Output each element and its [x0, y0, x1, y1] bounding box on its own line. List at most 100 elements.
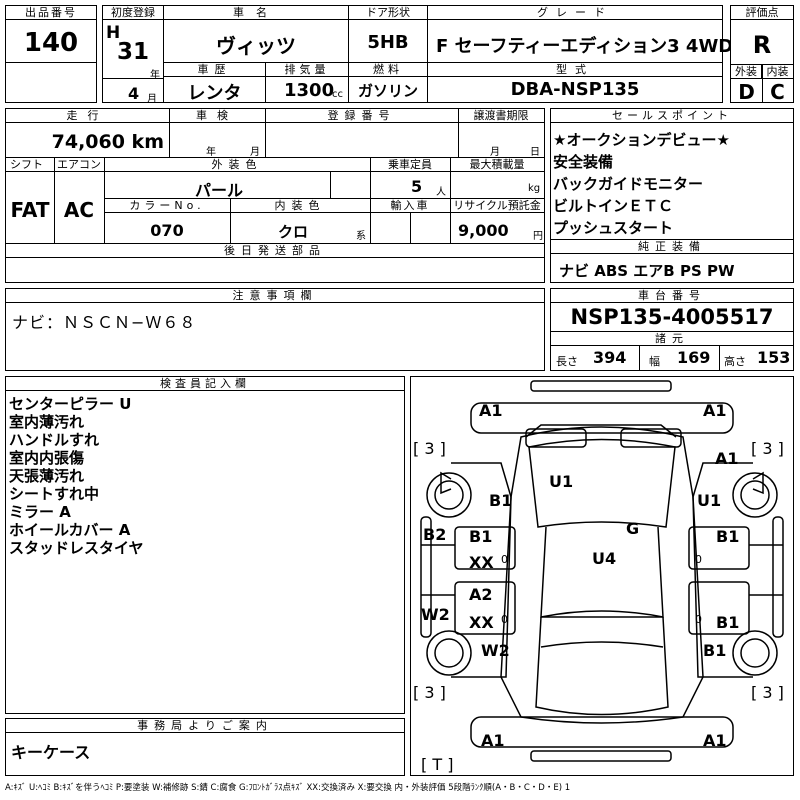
history-label: 車歴	[164, 63, 265, 77]
notes-box: 注意事項欄 ナビ：ＮＳＣＮ−Ｗ６８	[5, 288, 545, 371]
list-item: 室内薄汚れ	[9, 413, 85, 431]
lot-number-cell: 出品番号 140	[5, 5, 97, 103]
list-item: 室内内張傷	[9, 449, 85, 467]
registration-year: 31	[117, 39, 150, 65]
recycle-fee: 9,000	[458, 221, 509, 240]
mark-a1-tr: A1	[703, 401, 727, 420]
displacement: 1300	[284, 80, 335, 101]
score-cell: 評価点 R 外装 内装 D C	[730, 5, 794, 104]
mark-w2-c: W2	[481, 641, 510, 660]
transfer-label: 譲渡書期限	[458, 109, 544, 123]
mark-b1-r2: B1	[703, 641, 727, 660]
mark-b3-bl: [ 3 ]	[413, 683, 446, 702]
notes-text: ナビ：ＮＳＣＮ−Ｗ６８	[12, 313, 197, 332]
car-name-cell: 車名 ヴィッツ	[163, 5, 349, 63]
color: パール	[194, 181, 243, 200]
mark-a1-bl: A1	[481, 731, 505, 750]
mark-a1-r: A1	[715, 449, 739, 468]
model: DBA-NSP135	[510, 79, 640, 100]
list-item: プッシュスタート	[553, 219, 674, 237]
width: 169	[677, 348, 711, 367]
sales-points-label: セールスポイント	[551, 109, 793, 123]
displacement-label: 排気量	[266, 63, 348, 77]
grade: F セーフティーエディション3 4WD	[436, 36, 734, 57]
chassis-box: 車台番号 NSP135-4005517 諸元 長さ 394 幅 169 高さ 1…	[550, 288, 794, 371]
color-no: 070	[150, 221, 184, 240]
ac-label: エアコン	[54, 158, 104, 172]
office-text: キーケース	[11, 743, 91, 762]
grade-label: グレード	[428, 6, 722, 20]
score: R	[752, 31, 772, 59]
office-box: 事務局よりご案内 キーケース	[5, 718, 405, 776]
interior-color-unit: 系	[356, 231, 366, 242]
mark-zero3: 0	[501, 613, 508, 626]
mark-zero1: 0	[501, 553, 508, 566]
mark-b1-l: B1	[489, 491, 513, 510]
notes-label: 注意事項欄	[6, 289, 544, 303]
history-cell: 車歴 レンタ	[163, 62, 266, 104]
legend: A:ｷｽﾞ U:ﾍｺﾐ B:ｷｽﾞを伴うﾍｺﾐ P:要塗装 W:補修跡 S:錆 …	[5, 783, 571, 793]
door-type: 5HB	[367, 32, 409, 53]
shift-label: シフト	[6, 158, 54, 172]
mark-zero2: 0	[695, 553, 702, 566]
lot-number: 140	[23, 28, 79, 58]
inspection-label: 車検	[169, 109, 265, 123]
displacement-cell: 排気量 1300 cc	[265, 62, 349, 103]
interior-color: クロ	[277, 223, 308, 241]
history: レンタ	[187, 83, 242, 104]
car-outline	[420, 380, 784, 762]
list-item: ホイールカバー A	[9, 521, 131, 539]
inspector-label: 検査員記入欄	[6, 377, 404, 391]
mark-b3-br: [ 3 ]	[751, 683, 784, 702]
mark-a1-tl: A1	[479, 401, 503, 420]
mark-g: G	[626, 519, 640, 538]
mark-b3-tl: [ 3 ]	[413, 439, 446, 458]
mark-b1-rr: B1	[716, 613, 740, 632]
mark-b1-dr: B1	[716, 527, 740, 546]
grade-cell: グレード F セーフティーエディション3 4WD	[427, 5, 733, 63]
ac: AC	[63, 198, 95, 222]
shift: FAT	[10, 198, 50, 222]
list-item: バックガイドモニター	[553, 175, 704, 193]
door-cell: ドア形状 5HB	[348, 5, 428, 63]
transfer-month: 月	[490, 147, 500, 158]
sales-points-list: ★オークションデビュー★ 安全装備 バックガイドモニター ビルトインＥＴＣ プッ…	[553, 129, 730, 239]
mark-u1-r: U1	[697, 491, 722, 510]
sales-points-box: セールスポイント ★オークションデビュー★ 安全装備 バックガイドモニター ビル…	[550, 108, 794, 240]
list-item: ビルトインＥＴＣ	[553, 197, 674, 215]
office-label: 事務局よりご案内	[6, 719, 404, 733]
height: 153	[757, 348, 791, 367]
mark-u4: U4	[592, 549, 617, 568]
mark-b2: B2	[423, 525, 447, 544]
list-item: ミラー A	[9, 503, 71, 521]
load-label: 最大積載量	[450, 158, 544, 172]
door-label: ドア形状	[349, 6, 427, 20]
exterior-label: 外装	[731, 65, 762, 79]
first-registration-label: 初度登録	[103, 6, 163, 20]
genuine-equipment-box: 純正装備 ナビ ABS エアB PS PW	[550, 239, 794, 283]
fuel: ガソリン	[357, 82, 418, 100]
width-label: 幅	[649, 355, 660, 368]
genuine-equipment-label: 純正装備	[551, 240, 793, 254]
genuine-equipment: ナビ ABS エアB PS PW	[559, 262, 735, 280]
transfer-day: 日	[530, 147, 540, 158]
interior-label: 内装	[762, 65, 793, 79]
first-registration-cell: 初度登録 H 31 年 4 月	[102, 5, 164, 105]
recycle-unit: 円	[533, 231, 543, 242]
inspector-box: 検査員記入欄 センターピラー U 室内薄汚れ ハンドルすれ 室内内張傷 天張薄汚…	[5, 376, 405, 714]
car-diagram: A1 A1 [ 3 ] [ 3 ] A1 U1 B1 U1 B2 B1 G B1…	[410, 376, 794, 776]
model-label: 型式	[428, 63, 722, 77]
dimensions-label: 諸元	[551, 332, 793, 346]
list-item: ★オークションデビュー★	[553, 131, 730, 149]
chassis-number: NSP135-4005517	[570, 305, 774, 329]
mark-t: [ T ]	[421, 755, 454, 774]
mark-b3-tr: [ 3 ]	[751, 439, 784, 458]
mark-a1-br: A1	[703, 731, 727, 750]
mark-xx1: XX	[469, 553, 494, 572]
inspection-month-unit: 月	[250, 147, 260, 158]
list-item: 安全装備	[553, 153, 614, 171]
capacity-unit: 人	[436, 187, 446, 198]
height-label: 高さ	[724, 355, 746, 368]
interior-score: C	[770, 80, 785, 104]
score-label: 評価点	[731, 6, 793, 20]
